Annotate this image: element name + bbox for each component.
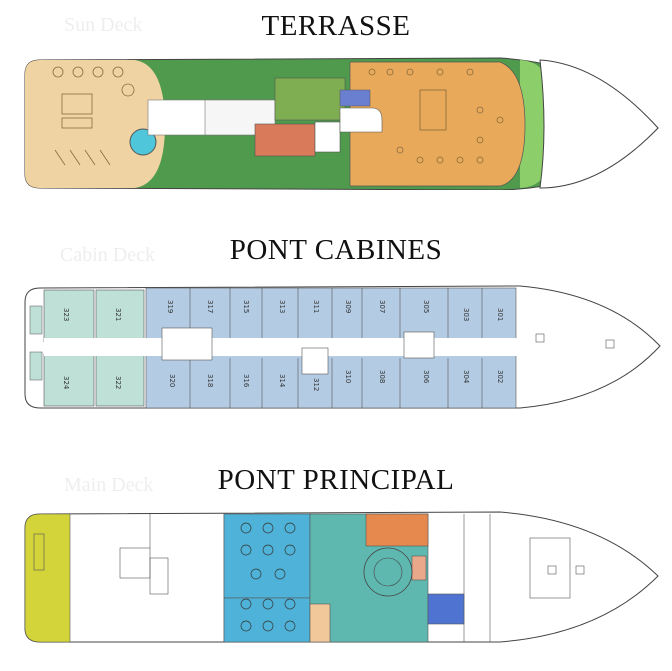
cabin-label: 302 bbox=[496, 370, 504, 383]
sun-deck-ghost-label: Sun Deck bbox=[64, 14, 143, 36]
bar bbox=[365, 513, 429, 547]
shop bbox=[427, 593, 465, 625]
counter bbox=[411, 555, 427, 581]
cabin-label: 322 bbox=[114, 376, 122, 389]
bow-marker-3 bbox=[547, 565, 557, 575]
stern-yellow-area bbox=[24, 513, 71, 643]
deck-plan-principal bbox=[24, 511, 659, 643]
terrasse-bow-deck bbox=[520, 60, 550, 188]
terrasse-wheelhouse bbox=[349, 61, 526, 187]
spiral-staircase bbox=[363, 547, 413, 597]
deck-plan-terrasse bbox=[24, 57, 659, 190]
terrasse-blue-room bbox=[339, 89, 371, 107]
pool bbox=[129, 128, 157, 156]
cabin-label: 313 bbox=[278, 300, 286, 313]
bow-marker-4 bbox=[575, 565, 585, 575]
terrasse-stairs bbox=[314, 121, 341, 153]
cabin-321 bbox=[95, 289, 145, 343]
main-deck-ghost-label: Main Deck bbox=[64, 474, 154, 496]
cabin-label: 304 bbox=[462, 370, 470, 384]
cabin-deck-ghost-label: Cabin Deck bbox=[60, 244, 155, 266]
cabin-label: 320 bbox=[168, 374, 176, 387]
cabin-label: 318 bbox=[206, 374, 214, 387]
cabin-label: 314 bbox=[278, 374, 286, 388]
cabin-label: 307 bbox=[378, 300, 386, 313]
stern-stairs-top bbox=[29, 305, 43, 335]
bow-marker-1 bbox=[535, 333, 545, 343]
deck-title-terrasse: TERRASSE bbox=[261, 10, 411, 42]
deck-title-pont-principal: PONT PRINCIPAL bbox=[217, 464, 455, 496]
cabin-label: 303 bbox=[462, 308, 470, 321]
cabin-label: 312 bbox=[312, 378, 320, 391]
cabin-label: 317 bbox=[206, 300, 214, 313]
terrasse-bow-tip bbox=[539, 59, 659, 189]
cabin-label: 319 bbox=[166, 300, 174, 313]
terrasse-terracotta bbox=[254, 123, 316, 157]
deck-title-pont-cabines: PONT CABINES bbox=[229, 234, 443, 266]
cabin-label: 324 bbox=[62, 376, 70, 390]
cabin-label: 306 bbox=[422, 370, 430, 384]
pantry bbox=[309, 603, 331, 643]
restaurant bbox=[223, 513, 311, 599]
cabin-label: 316 bbox=[242, 374, 250, 388]
cabin-label: 309 bbox=[344, 300, 352, 313]
deck-plan-cabines: 323 321 319 317 315 313 311 309 307 305 … bbox=[24, 285, 661, 409]
stern-stairs-bottom bbox=[29, 351, 43, 381]
cabins-corridor bbox=[44, 338, 518, 356]
cabin-label: 308 bbox=[378, 370, 386, 383]
cabin-label: 321 bbox=[114, 308, 122, 321]
cabin-label: 305 bbox=[422, 300, 430, 313]
cabin-323 bbox=[43, 289, 95, 343]
cabin-label: 310 bbox=[344, 370, 352, 383]
terrasse-inner-arch bbox=[339, 107, 383, 133]
cabines-mid-stairs bbox=[301, 347, 329, 375]
restaurant-lower bbox=[223, 597, 311, 643]
bow-marker-2 bbox=[605, 339, 615, 349]
cabin-label: 311 bbox=[312, 300, 320, 313]
terrasse-stern-lounge bbox=[25, 60, 165, 188]
cabin-label: 323 bbox=[62, 308, 70, 321]
cabin-322 bbox=[95, 353, 145, 407]
cabin-label: 301 bbox=[496, 308, 504, 321]
cabin-label: 315 bbox=[242, 300, 250, 313]
cabins-blue-bottom bbox=[145, 353, 517, 409]
terrasse-green-block bbox=[274, 77, 346, 121]
cabines-fwd-stairs bbox=[403, 331, 435, 359]
cabines-aft-stairs bbox=[161, 327, 213, 361]
cabin-324 bbox=[43, 353, 95, 407]
